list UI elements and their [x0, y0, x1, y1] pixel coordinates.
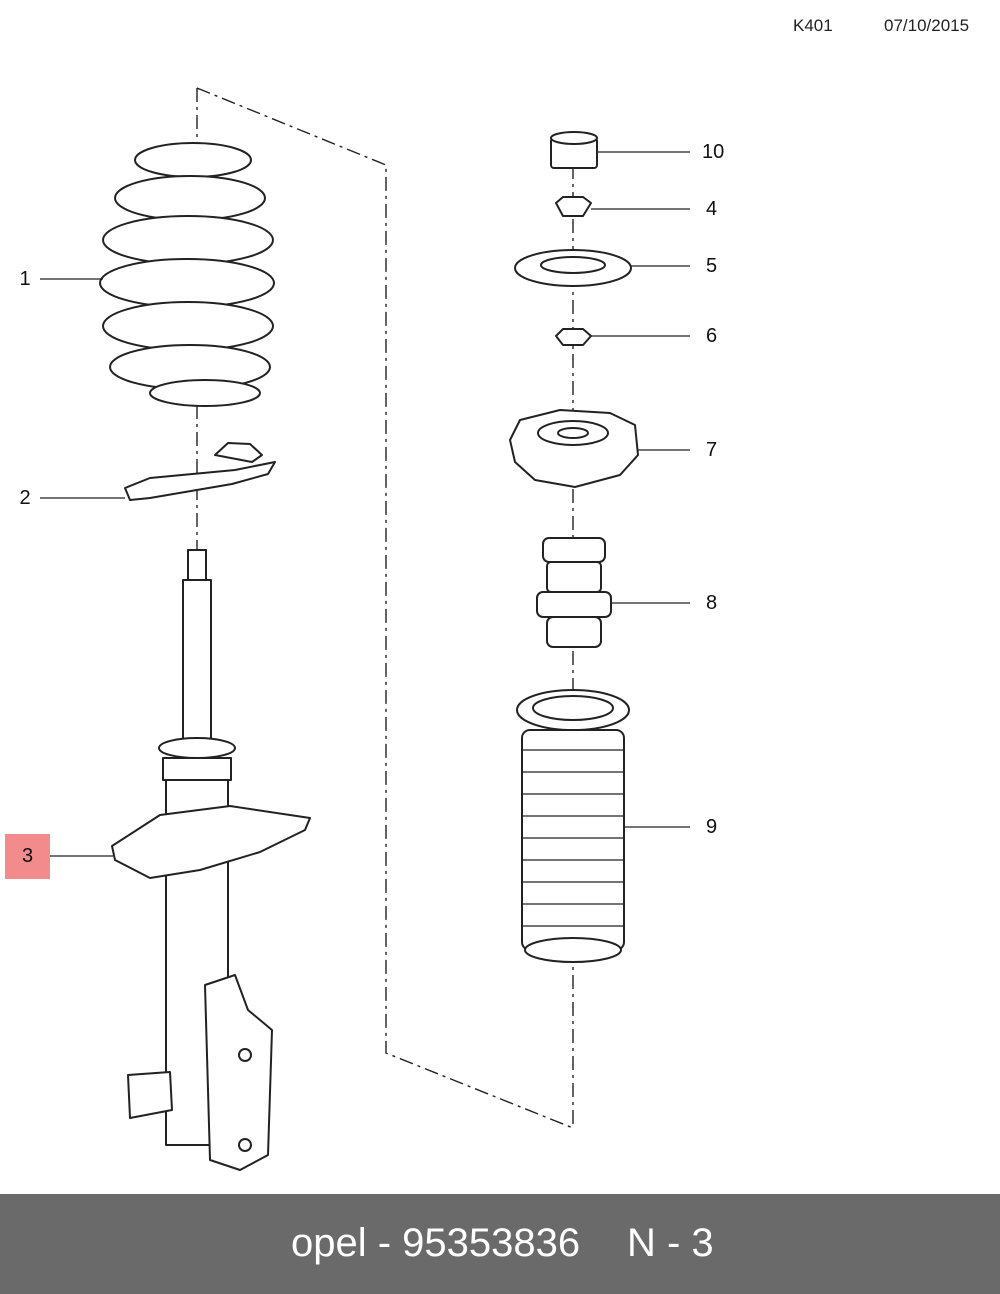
- strut-mount-part: [509, 409, 639, 488]
- callout-9[interactable]: 9: [706, 816, 718, 838]
- callout-4[interactable]: 4: [706, 198, 718, 220]
- coil-spring-part: [99, 142, 275, 407]
- callout-7[interactable]: 7: [706, 439, 718, 461]
- callout-1[interactable]: 1: [19, 268, 31, 290]
- diagram-date: 07/10/2015: [884, 16, 970, 35]
- callout-10[interactable]: 10: [702, 141, 725, 163]
- callout-3[interactable]: 3: [5, 834, 50, 879]
- assembly-outline: [196, 87, 574, 1129]
- nut-upper-part: [555, 196, 592, 217]
- callout-6[interactable]: 6: [706, 325, 718, 347]
- washer-part: [514, 249, 632, 287]
- spring-seat-part: [124, 442, 276, 501]
- part-number-text: opel - 95353836: [291, 1221, 581, 1265]
- dust-boot-part: [516, 689, 630, 963]
- position-text: N - 3: [627, 1221, 714, 1265]
- exploded-strut-diagram: [40, 87, 690, 1171]
- callout-5[interactable]: 5: [706, 255, 718, 277]
- callout-8[interactable]: 8: [706, 592, 718, 614]
- callout-2[interactable]: 2: [19, 487, 31, 509]
- cap-part: [550, 131, 598, 169]
- shock-absorber-part: [111, 549, 311, 1171]
- footer-bar: opel - 95353836 N - 3: [0, 1194, 1000, 1294]
- leader-lines: [40, 151, 690, 857]
- diagram-code: K401: [793, 16, 833, 35]
- bump-stop-part: [536, 537, 612, 648]
- nut-lower-part: [555, 328, 592, 346]
